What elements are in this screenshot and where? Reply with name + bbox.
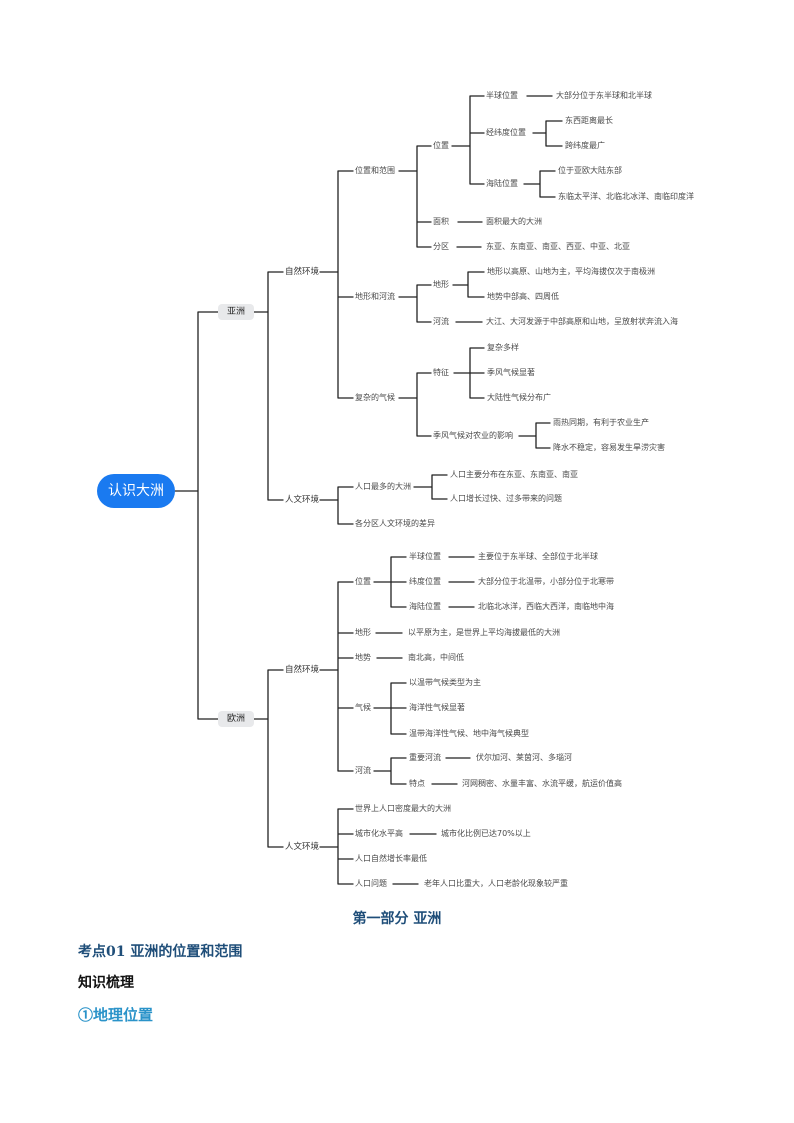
- europe-terrain-desc: 以平原为主，是世界上平均海拔最低的大洲: [408, 628, 560, 637]
- asia-position: 位置: [433, 141, 449, 150]
- europe-landsea-desc: 北临北冰洋，西临大西洋，南临地中海: [478, 602, 614, 611]
- europe-climate-1: 以温带气候类型为主: [409, 678, 481, 687]
- asia-features: 特征: [433, 368, 449, 377]
- asia-pop-1: 人口主要分布在东亚、东南亚、南亚: [450, 470, 578, 479]
- europe-river-features-desc: 河网稠密、水量丰富、水流平缓，航运价值高: [462, 779, 622, 788]
- europe-position: 位置: [355, 577, 371, 586]
- europe-pop-problem: 人口问题: [355, 879, 387, 888]
- asia-natural-node: 自然环境: [285, 267, 320, 277]
- knowledge-heading: 知识梳理: [78, 975, 134, 991]
- europe-slope-desc: 南北高，中间低: [408, 653, 464, 662]
- asia-position-scope: 位置和范围: [355, 166, 395, 175]
- europe-landsea: 海陆位置: [409, 602, 441, 611]
- asia-area: 面积: [433, 217, 449, 226]
- europe-latitude-desc: 大部分位于北温带，小部分位于北寒带: [478, 577, 614, 586]
- asia-feature-3: 大陆性气候分布广: [487, 393, 551, 402]
- europe-major-rivers: 重要河流: [409, 753, 441, 762]
- asia-monsoon-1: 雨热同期，有利于农业生产: [553, 418, 649, 427]
- europe-river-features: 特点: [409, 779, 425, 788]
- asia-rivers-desc: 大江、大河发源于中部高原和山地，呈放射状奔流入海: [486, 317, 678, 326]
- asia-landsea: 海陆位置: [486, 179, 518, 188]
- asia-climate: 复杂的气候: [355, 393, 395, 402]
- europe-hemisphere: 半球位置: [409, 552, 441, 561]
- europe-pop-problem-desc: 老年人口比重大，人口老龄化现象较严重: [424, 879, 568, 888]
- europe-climate-2: 海洋性气候显著: [409, 703, 465, 712]
- asia-latlon: 经纬度位置: [486, 128, 526, 137]
- europe-latitude: 纬度位置: [409, 577, 441, 586]
- root-node: 认识大洲: [97, 474, 175, 508]
- europe-urban-desc: 城市化比例已达70%以上: [441, 829, 531, 838]
- europe-rivers: 河流: [355, 766, 371, 775]
- mindmap-connectors: [174, 95, 563, 885]
- asia-region-diff: 各分区人文环境的差异: [355, 519, 435, 528]
- asia-terrain: 地形: [433, 280, 449, 289]
- europe-urban: 城市化水平高: [355, 829, 403, 838]
- asia-terrain-1: 地形以高原、山地为主，平均海拔仅次于南极洲: [487, 267, 655, 276]
- europe-terrain: 地形: [355, 628, 371, 637]
- geo-position-heading: ①地理位置: [78, 1006, 154, 1024]
- asia-landsea-2: 东临太平洋、北临北冰洋、南临印度洋: [558, 192, 694, 201]
- asia-most-populous: 人口最多的大洲: [355, 482, 411, 491]
- europe-hemisphere-desc: 主要位于东半球、全部位于北半球: [478, 552, 598, 561]
- asia-regions-desc: 东亚、东南亚、南亚、西亚、中亚、北亚: [486, 242, 630, 251]
- asia-pop-2: 人口增长过快、过多带来的问题: [450, 494, 562, 503]
- europe-growth: 人口自然增长率最低: [355, 854, 427, 863]
- asia-monsoon-2: 降水不稳定，容易发生旱涝灾害: [553, 443, 665, 452]
- asia-feature-2: 季风气候显著: [487, 368, 535, 377]
- europe-climate-3: 温带海洋性气候、地中海气候典型: [409, 729, 529, 738]
- europe-density: 世界上人口密度最大的大洲: [355, 804, 451, 813]
- europe-node: 欧洲: [218, 711, 254, 727]
- asia-terrain-2: 地势中部高、四周低: [487, 292, 559, 301]
- asia-landsea-1: 位于亚欧大陆东部: [558, 166, 622, 175]
- kaodian-heading: 考点01 亚洲的位置和范围: [78, 944, 243, 960]
- asia-area-desc: 面积最大的大洲: [486, 217, 542, 226]
- asia-hemisphere-desc: 大部分位于东半球和北半球: [556, 91, 652, 100]
- europe-natural-node: 自然环境: [285, 665, 320, 675]
- europe-human-node: 人文环境: [285, 842, 320, 852]
- europe-climate: 气候: [355, 703, 371, 712]
- asia-regions: 分区: [433, 242, 449, 251]
- section-title: 第一部分 亚洲: [352, 911, 442, 927]
- asia-node: 亚洲: [218, 304, 254, 320]
- asia-human-node: 人文环境: [285, 495, 320, 505]
- asia-terrain-rivers: 地形和河流: [355, 292, 395, 301]
- europe-major-rivers-desc: 伏尔加河、莱茵河、多瑙河: [476, 753, 572, 762]
- asia-rivers: 河流: [433, 317, 449, 326]
- asia-latlon-ns: 跨纬度最广: [565, 141, 605, 150]
- asia-monsoon-impact: 季风气候对农业的影响: [433, 431, 513, 440]
- europe-slope: 地势: [355, 653, 371, 662]
- asia-hemisphere: 半球位置: [486, 91, 518, 100]
- asia-feature-1: 复杂多样: [487, 343, 519, 352]
- asia-latlon-ew: 东西距离最长: [565, 116, 613, 125]
